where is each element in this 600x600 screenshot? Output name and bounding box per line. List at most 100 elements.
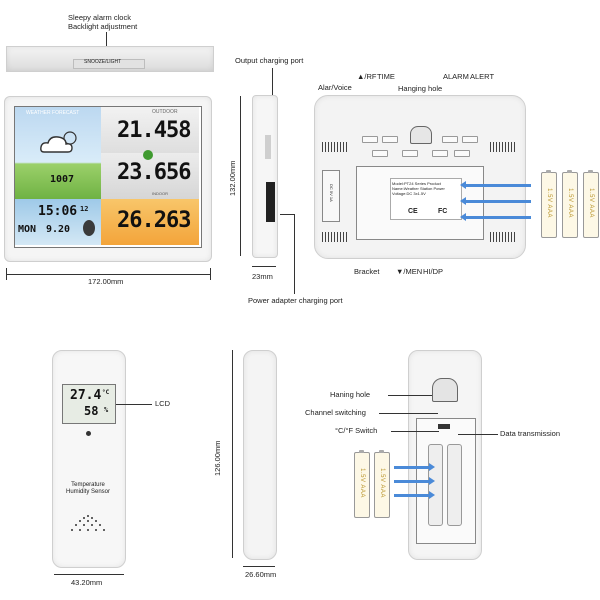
backlight-label: Backlight adjustment bbox=[68, 22, 138, 31]
channel-switch[interactable] bbox=[438, 424, 450, 429]
battery-arrow bbox=[460, 213, 531, 221]
rf-button[interactable] bbox=[382, 136, 398, 143]
speaker-grille bbox=[71, 515, 105, 531]
battery-label: 1.5V AAA bbox=[567, 188, 573, 218]
sensor-indicator-dot bbox=[86, 431, 91, 436]
sensor-side-body bbox=[243, 350, 277, 560]
charging-port bbox=[266, 182, 275, 222]
depth-main-dimension: 23mm bbox=[252, 272, 273, 281]
dimension-tick bbox=[6, 268, 7, 280]
power-port-label: Power adapter charging port bbox=[248, 296, 343, 305]
snooze-light-label: SNOOZE/LIGHT bbox=[84, 59, 122, 65]
product-label-text: Model:PT24 Series Product Name:Weather S… bbox=[392, 181, 445, 196]
sensor-front-body bbox=[52, 350, 126, 568]
hi-dp-button[interactable] bbox=[432, 150, 448, 157]
tree-icon bbox=[143, 150, 153, 160]
dimension-line bbox=[232, 350, 233, 558]
comfort-humidity: 63 bbox=[166, 208, 191, 233]
vent-grille bbox=[322, 232, 348, 242]
men-button[interactable] bbox=[402, 150, 418, 157]
dimension-tick bbox=[210, 268, 211, 280]
pressure-value: 1007 bbox=[50, 174, 75, 185]
width-sensor-dimension: 43.20mm bbox=[71, 578, 103, 587]
alert-button[interactable] bbox=[462, 136, 478, 143]
hi-dp-label: HI/DP bbox=[423, 267, 444, 276]
battery: 1.5V AAA bbox=[583, 170, 599, 238]
leader-line bbox=[388, 395, 432, 396]
time-label: TIME bbox=[377, 72, 395, 81]
indoor-temperature: 23.6 bbox=[117, 160, 167, 185]
outdoor-title: OUTDOOR bbox=[152, 109, 178, 115]
dimension-line bbox=[54, 574, 124, 575]
sensor-battery-slot bbox=[447, 444, 462, 526]
lcd-label: LCD bbox=[155, 399, 171, 408]
comfort-panel bbox=[101, 199, 199, 245]
product-label bbox=[390, 178, 462, 220]
battery-arrow bbox=[460, 197, 531, 205]
men-label: ▼/MEN bbox=[396, 267, 423, 276]
hanging-hole bbox=[410, 126, 432, 144]
alarm-button[interactable] bbox=[442, 136, 458, 143]
cloud-sun-icon bbox=[40, 131, 77, 153]
sensor-text: Temperature Humidity Sensor bbox=[65, 482, 110, 495]
battery: 1.5V AAA bbox=[354, 450, 370, 518]
side-detail bbox=[265, 135, 271, 159]
cf-switch-label: °C/°F Switch bbox=[335, 426, 378, 435]
ce-mark: CE bbox=[408, 208, 418, 215]
height-main-dimension: 132.00mm bbox=[228, 160, 237, 196]
fc-mark: FC bbox=[438, 208, 448, 215]
width-main-dimension: 172.00mm bbox=[88, 277, 124, 286]
leader-line bbox=[294, 214, 295, 294]
sensor-humidity: 58 bbox=[84, 404, 99, 418]
battery-arrow bbox=[394, 463, 435, 471]
clock-date: 9.20 bbox=[46, 224, 71, 235]
comfort-temperature: 26.2 bbox=[117, 208, 167, 233]
sensor-temperature: 27.4 bbox=[70, 388, 102, 403]
time-button[interactable] bbox=[372, 150, 388, 157]
outdoor-humidity: 58 bbox=[166, 118, 191, 143]
indoor-title: INDOOR bbox=[152, 191, 168, 196]
bracket bbox=[322, 170, 340, 222]
alar-voice-button[interactable] bbox=[362, 136, 378, 143]
alar-voice-label: Alar/Voice bbox=[318, 83, 352, 92]
dimension-line bbox=[252, 266, 276, 267]
alert-label: ALERT bbox=[470, 72, 495, 81]
battery-label: 1.5V AAA bbox=[546, 188, 552, 218]
leader-line bbox=[106, 32, 107, 46]
sensor-lcd bbox=[62, 384, 116, 424]
sleepy-alarm-label: Sleepy alarm clock bbox=[68, 13, 131, 22]
leader-line bbox=[272, 68, 273, 96]
snooze-button[interactable] bbox=[73, 59, 145, 69]
sensor-temp-unit: °C bbox=[102, 389, 110, 396]
leader-line bbox=[379, 413, 438, 414]
extra-button[interactable] bbox=[454, 150, 470, 157]
vent-grille bbox=[490, 232, 516, 242]
vent-grille bbox=[490, 142, 516, 152]
battery: 1.5V AAA bbox=[374, 450, 390, 518]
indoor-humidity: 56 bbox=[166, 160, 191, 185]
battery-arrow bbox=[460, 181, 531, 189]
rf-label: ▲/RF bbox=[357, 72, 377, 81]
sensor-battery-slot bbox=[428, 444, 443, 526]
depth-sensor-dimension: 26.60mm bbox=[245, 570, 277, 579]
bracket-label: Bracket bbox=[354, 267, 380, 276]
weather-forecast-title: WEATHER FORECAST bbox=[26, 110, 80, 116]
leader-line bbox=[391, 431, 439, 432]
dimension-line bbox=[6, 274, 210, 275]
outdoor-temperature: 21.4 bbox=[117, 118, 167, 143]
moon-icon bbox=[83, 220, 95, 236]
dimension-line bbox=[243, 566, 275, 567]
alarm-label: ALARM bbox=[443, 72, 469, 81]
forecast-panel bbox=[15, 107, 101, 199]
indoor-panel bbox=[101, 153, 199, 199]
clock-seconds: 12 bbox=[80, 205, 89, 213]
battery-label: 1.5V AAA bbox=[379, 468, 385, 498]
sensor-hanging-hole bbox=[432, 378, 458, 402]
hanging-hole-top-label: Hanging hole bbox=[398, 84, 443, 93]
leader-line bbox=[458, 434, 498, 435]
battery-label: 1.5V AAA bbox=[359, 468, 365, 498]
leader-line bbox=[116, 404, 152, 405]
battery-label: 1.5V AAA bbox=[588, 188, 594, 218]
haning-hole-label: Haning hole bbox=[330, 390, 371, 399]
leader-line bbox=[280, 214, 294, 215]
